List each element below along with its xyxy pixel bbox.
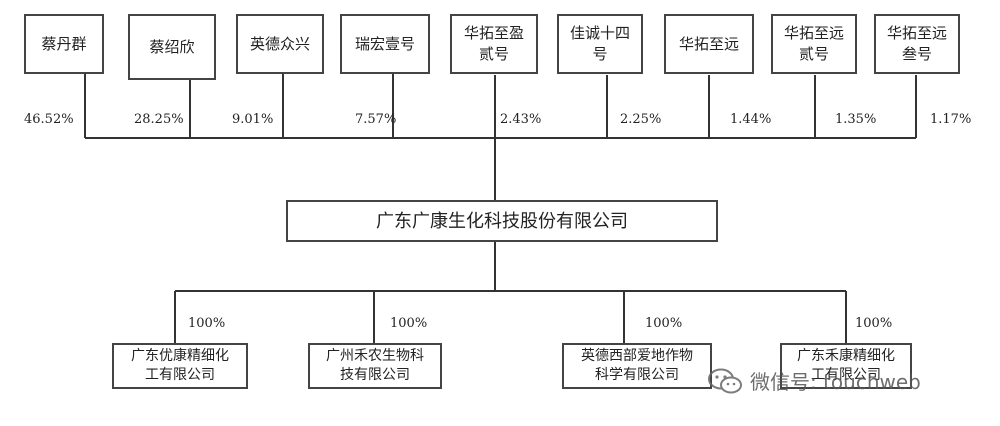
subsidiary-pct: 100% [188,316,226,331]
shareholder-name: 华拓至远 [678,34,739,53]
shareholder-pct: 28.25% [134,112,184,127]
shareholder-name: 华拓至远 [886,24,947,42]
shareholder-name: 华拓至远 [783,24,844,42]
company-box: 广东广康生化科技股份有限公司 [286,200,718,242]
subsidiary-box: 广东优康精细化 工有限公司 [112,343,248,389]
subsidiary-name-line2: 科学有限公司 [595,367,679,383]
subsidiary-pct: 100% [855,316,893,331]
subsidiary-box: 英德西部爱地作物 科学有限公司 [562,343,712,389]
shareholder-pct: 1.44% [730,112,772,127]
subsidiary-box: 广东禾康精细化 工有限公司 [780,343,912,389]
subsidiary-name: 广州禾农生物科 [326,348,424,364]
subsidiary-name-line2: 工有限公司 [145,367,215,383]
subsidiary-box: 广州禾农生物科 技有限公司 [308,343,442,389]
shareholder-box: 蔡丹群 [24,14,104,74]
shareholder-pct: 1.17% [930,112,972,127]
subsidiary-name: 广东优康精细化 [131,348,229,364]
shareholder-box: 蔡绍欣 [128,14,216,80]
shareholder-box: 华拓至远 叁号 [874,14,960,74]
subsidiary-name: 英德西部爱地作物 [581,348,693,364]
shareholder-pct: 1.35% [835,112,877,127]
subsidiary-pct: 100% [390,316,428,331]
shareholder-box: 华拓至盈 贰号 [450,14,538,74]
shareholder-pct: 2.25% [620,112,662,127]
shareholder-name: 英德众兴 [249,34,310,53]
shareholder-pct: 7.57% [355,112,397,127]
shareholder-box: 瑞宏壹号 [340,14,430,74]
shareholder-pct: 46.52% [24,112,74,127]
shareholder-name: 蔡丹群 [41,34,87,53]
shareholder-name: 佳诚十四 [569,24,630,42]
wechat-icon [708,368,742,394]
subsidiary-name: 广东禾康精细化 [797,348,895,364]
watermark: 微信号: touchweb [708,366,921,395]
shareholder-box: 华拓至远 [664,14,754,74]
shareholder-pct: 2.43% [500,112,542,127]
subsidiary-pct: 100% [645,316,683,331]
shareholder-name: 蔡绍欣 [149,37,195,56]
shareholder-name: 华拓至盈 [463,24,524,42]
company-name: 广东广康生化科技股份有限公司 [376,210,628,232]
shareholder-name-line2: 贰号 [478,45,509,63]
shareholder-name-line2: 叁号 [901,45,932,63]
subsidiary-name-line2: 工有限公司 [811,367,881,383]
shareholder-name: 瑞宏壹号 [354,34,415,53]
shareholder-name-line2: 贰号 [798,45,829,63]
watermark-text: 微信号: touchweb [750,370,921,394]
shareholder-pct: 9.01% [232,112,274,127]
shareholder-box: 华拓至远 贰号 [771,14,857,74]
subsidiary-name-line2: 技有限公司 [340,367,410,383]
shareholder-name-line2: 号 [592,45,608,63]
shareholder-box: 佳诚十四 号 [557,14,643,74]
shareholder-box: 英德众兴 [236,14,324,74]
